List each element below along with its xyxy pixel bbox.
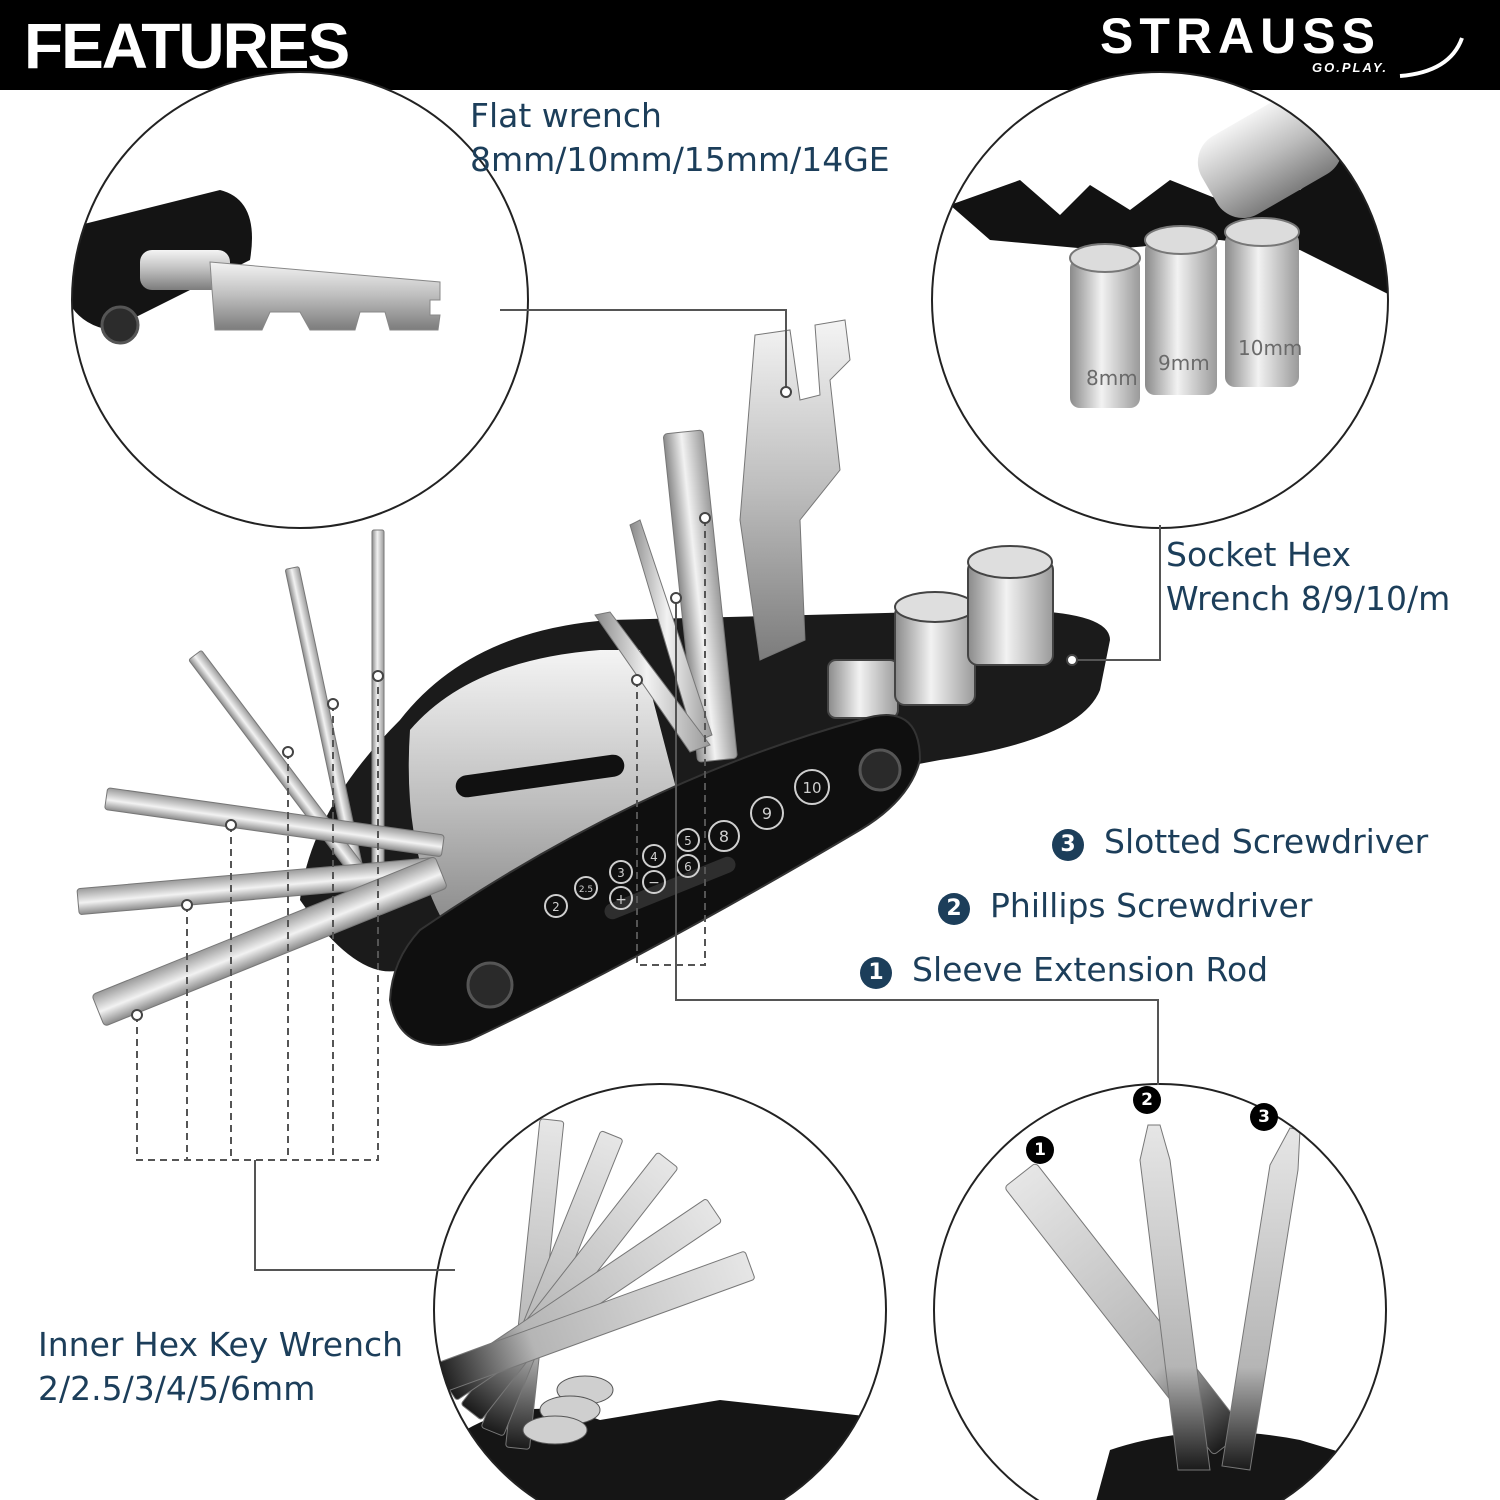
plate-mark-10: 10 xyxy=(802,779,821,797)
page-title: FEATURES xyxy=(24,10,350,82)
plate-mark-3: 3 xyxy=(617,866,625,880)
callout-number-2: 2 xyxy=(1133,1086,1161,1114)
number-badge-2: 2 xyxy=(938,893,970,925)
tool-item-slotted-screwdriver: 3 Slotted Screwdriver xyxy=(1052,822,1428,862)
slotted-screwdriver-label: Slotted Screwdriver xyxy=(1104,822,1429,861)
socket-marking-8mm: 8mm xyxy=(1086,366,1138,390)
plate-mark-2: 2 xyxy=(552,900,560,914)
brand-tagline: GO.PLAY. xyxy=(1312,60,1388,75)
number-badge-3: 3 xyxy=(1052,829,1084,861)
flat-wrench-label: Flat wrench 8mm/10mm/15mm/14GE xyxy=(470,94,890,182)
tool-item-phillips-screwdriver: 2 Phillips Screwdriver xyxy=(938,886,1312,926)
flat-wrench-title: Flat wrench xyxy=(470,96,662,135)
callout-number-1: 1 xyxy=(1026,1136,1054,1164)
inner-hex-label: Inner Hex Key Wrench 2/2.5/3/4/5/6mm xyxy=(38,1323,403,1411)
flat-wrench-detail-circle xyxy=(71,71,529,529)
socket-hex-label: Socket Hex Wrench 8/9/10/m xyxy=(1166,533,1450,621)
screwdriver-detail-circle xyxy=(933,1083,1387,1500)
brand-name: STRAUSS xyxy=(1100,8,1381,64)
number-badge-1: 1 xyxy=(860,957,892,989)
phillips-screwdriver-label: Phillips Screwdriver xyxy=(990,886,1313,925)
hex-key-dashed-lines xyxy=(136,520,706,1161)
callout-number-3: 3 xyxy=(1250,1103,1278,1131)
socket-hex-sizes: Wrench 8/9/10/m xyxy=(1166,579,1451,618)
multitool-body: 2 2.5 3 4 5 6 8 9 10 + − xyxy=(76,319,1110,1046)
plate-mark-4: 4 xyxy=(650,850,658,864)
brand-logo: STRAUSS GO.PLAY. xyxy=(1100,10,1470,80)
plate-mark-9: 9 xyxy=(762,804,772,823)
socket-marking-9mm: 9mm xyxy=(1158,351,1210,375)
inner-hex-title: Inner Hex Key Wrench xyxy=(38,1325,404,1364)
tool-item-sleeve-extension-rod: 1 Sleeve Extension Rod xyxy=(860,950,1268,990)
socket-marking-10mm: 10mm xyxy=(1238,336,1302,360)
inner-hex-sizes: 2/2.5/3/4/5/6mm xyxy=(38,1369,316,1408)
socket-detail-circle: 8mm 9mm 10mm xyxy=(931,71,1389,529)
hex-key-detail-circle xyxy=(433,1083,887,1500)
plate-mark-5: 5 xyxy=(684,834,692,848)
plate-mark-plus: + xyxy=(615,892,627,908)
brand-swoosh-icon xyxy=(1399,37,1464,78)
flat-wrench-sizes: 8mm/10mm/15mm/14GE xyxy=(470,140,890,179)
plate-mark-8: 8 xyxy=(719,827,729,846)
leader-lines xyxy=(254,309,1161,1271)
socket-hex-title: Socket Hex xyxy=(1166,535,1352,574)
plate-mark-2-5: 2.5 xyxy=(579,885,593,895)
plate-mark-6: 6 xyxy=(684,860,692,874)
plate-mark-minus: − xyxy=(648,875,660,891)
sleeve-extension-rod-label: Sleeve Extension Rod xyxy=(912,950,1269,989)
header-bar: FEATURES STRAUSS GO.PLAY. xyxy=(0,0,1500,90)
